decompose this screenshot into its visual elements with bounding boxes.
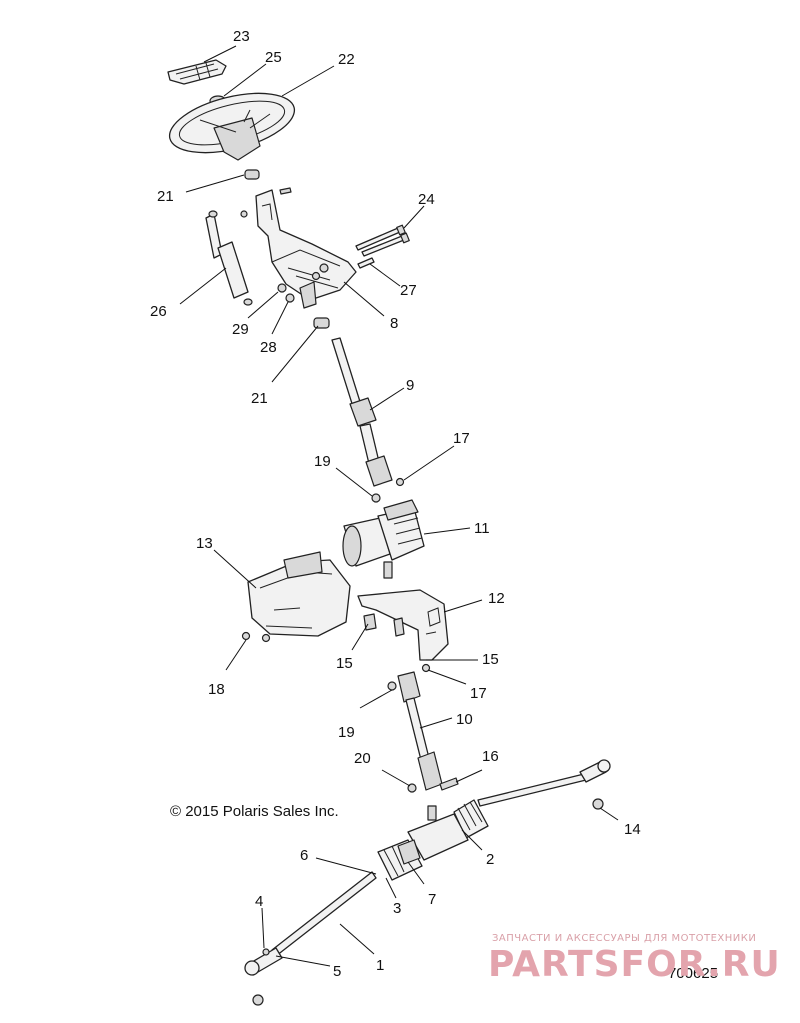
- part-17-bolt-lower: [421, 663, 431, 673]
- callout-7: 7: [428, 891, 436, 908]
- part-24-long-bolts: [355, 224, 410, 257]
- part-13-cover: [247, 551, 351, 637]
- callout-17-upper: 17: [453, 430, 470, 447]
- callout-17-lower: 17: [470, 685, 487, 702]
- part-26-gas-strut: [205, 210, 253, 306]
- part-28-nut: [285, 293, 295, 303]
- part-16-bolt: [439, 777, 459, 791]
- leader-lines: [179, 45, 619, 967]
- callout-12: 12: [488, 590, 505, 607]
- watermark-tagline: ЗАПЧАСТИ И АКСЕССУАРЫ ДЛЯ МОТОТЕХНИКИ: [492, 933, 756, 944]
- callout-18: 18: [208, 681, 225, 698]
- part-1-tie-rod: [271, 871, 377, 957]
- part-27-bolt: [357, 257, 375, 269]
- callout-11: 11: [474, 520, 490, 537]
- callout-19-lower: 19: [338, 724, 355, 741]
- part-21-bushing-lower: [313, 317, 330, 329]
- callout-9: 9: [406, 377, 414, 394]
- callout-14: 14: [624, 821, 641, 838]
- part-11-eps-unit: [342, 499, 425, 579]
- part-15-bolt-b: [393, 617, 405, 637]
- callout-10: 10: [456, 711, 473, 728]
- callout-8: 8: [390, 315, 398, 332]
- part-21-bushing-upper: [244, 169, 260, 180]
- part-2-steering-rack: [377, 773, 587, 881]
- part-18-screw-b: [261, 633, 271, 643]
- callout-27: 27: [400, 282, 417, 299]
- callout-25: 25: [265, 49, 282, 66]
- callout-labels: 23 25 22 21 24 26 27 29 8 28 21 9 17 19 …: [150, 28, 641, 980]
- callout-16: 16: [482, 748, 499, 765]
- callout-22: 22: [338, 51, 355, 68]
- strut-screw: [240, 210, 248, 218]
- callout-29: 29: [232, 321, 249, 338]
- callout-28: 28: [260, 339, 277, 356]
- callout-3: 3: [393, 900, 401, 917]
- part-18-screw-a: [241, 631, 251, 641]
- part-8-column-bracket: [255, 189, 357, 309]
- callout-5: 5: [333, 963, 341, 980]
- diagram-id: 700625: [668, 965, 718, 982]
- callout-21-upper: 21: [157, 188, 174, 205]
- part-10-lower-shaft: [397, 671, 443, 791]
- part-29-nut: [277, 283, 287, 293]
- bracket-bolt: [279, 187, 292, 195]
- part-14-tie-rod-end-right: [579, 759, 611, 810]
- callout-4: 4: [255, 893, 263, 910]
- callout-23: 23: [233, 28, 250, 45]
- callout-6: 6: [300, 847, 308, 864]
- part-19-nut-lower: [387, 681, 397, 691]
- part-23-wheel-cap: [167, 59, 227, 85]
- copyright-notice: © 2015 Polaris Sales Inc.: [170, 803, 339, 820]
- watermark-logo: PARTSFOR.RU: [488, 944, 781, 985]
- callout-20: 20: [354, 750, 371, 767]
- callout-15-left: 15: [336, 655, 353, 672]
- callout-1: 1: [376, 957, 384, 974]
- part-17-bolt-upper: [395, 477, 405, 487]
- part-22-steering-wheel: [168, 92, 296, 161]
- callout-26: 26: [150, 303, 167, 320]
- callout-15-right: 15: [482, 651, 499, 668]
- part-19-nut-upper: [371, 493, 381, 503]
- callout-2: 2: [486, 851, 494, 868]
- tie-rod-nut-left: [252, 994, 264, 1006]
- callout-13: 13: [196, 535, 213, 552]
- callout-24: 24: [418, 191, 435, 208]
- callout-19-upper: 19: [314, 453, 331, 470]
- callout-21-lower: 21: [251, 390, 268, 407]
- part-9-upper-shaft: [331, 337, 393, 487]
- part-4-jam-nut: [262, 948, 270, 956]
